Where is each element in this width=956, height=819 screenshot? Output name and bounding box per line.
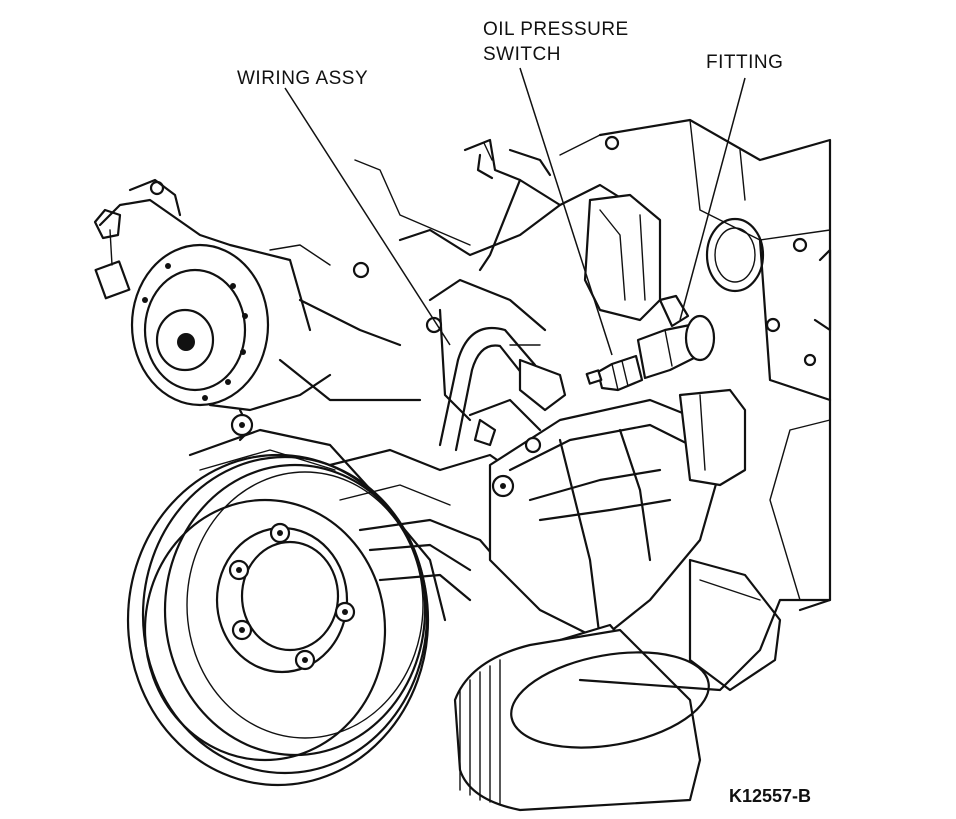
callout-leaders [284, 67, 746, 356]
figure-id: K12557-B [729, 786, 811, 806]
fitting [636, 294, 716, 380]
label-fitting: FITTING [706, 52, 783, 73]
wiring-assy [438, 326, 567, 452]
label-wiring-assy: WIRING ASSY [237, 68, 368, 89]
oil-filter-adapter [488, 388, 782, 692]
label-oil-pressure-switch-line2: SWITCH [483, 44, 561, 65]
leader-fitting [679, 77, 746, 321]
water-pump-hub [93, 178, 422, 442]
leader-oil-pressure-switch [519, 67, 613, 356]
oil-pressure-switch [585, 354, 644, 392]
leader-wiring-assy [284, 87, 451, 346]
oil-filter [453, 598, 832, 812]
engine-block [559, 118, 832, 612]
mounting-bracket [352, 138, 662, 322]
label-oil-pressure-switch-line1: OIL PRESSURE [483, 19, 629, 40]
crankshaft-pulley [126, 428, 447, 787]
